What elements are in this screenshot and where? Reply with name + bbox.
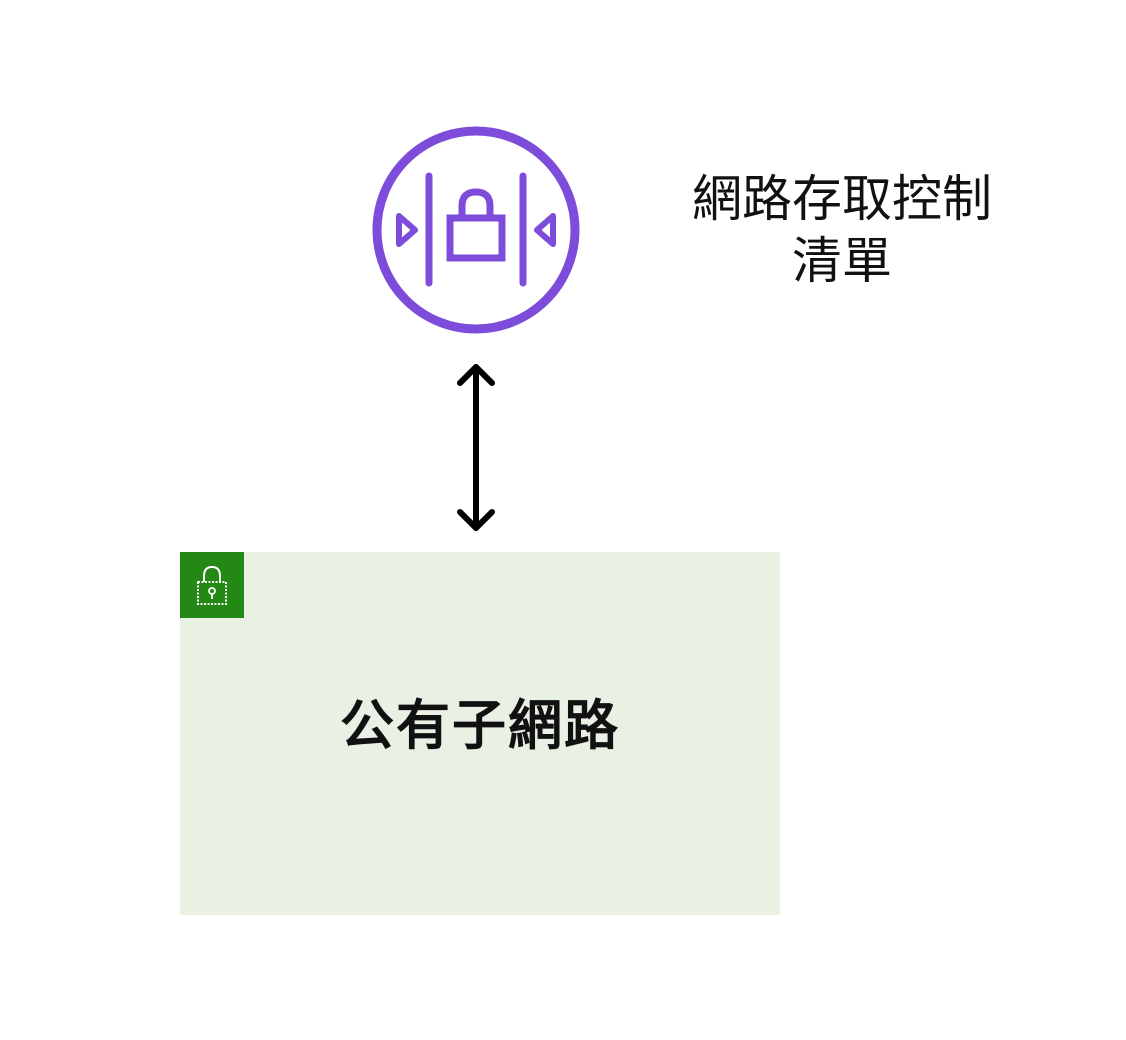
network-acl-graphic — [372, 126, 580, 334]
lock-shackle — [203, 565, 221, 582]
arrow-head-up — [457, 364, 495, 386]
network-acl-label-line2: 清單 — [792, 232, 892, 290]
acl-right-triangle — [534, 213, 556, 247]
acl-lock-body — [446, 214, 506, 262]
public-subnet-group: 公有子網路 — [180, 552, 780, 915]
arrow-head-down — [457, 509, 495, 531]
bidirectional-arrow — [446, 355, 506, 540]
arrow-graphic — [457, 364, 495, 531]
acl-lock-shackle — [458, 188, 494, 218]
lock-body — [197, 581, 227, 605]
acl-left-triangle — [396, 213, 418, 247]
subnet-title: 公有子網路 — [340, 694, 620, 757]
acl-circle — [372, 126, 580, 334]
subnet-badge — [180, 552, 244, 618]
lock-icon — [197, 565, 227, 605]
network-acl-icon — [372, 126, 580, 334]
network-acl-label: 網路存取控制 清單 — [662, 168, 1022, 292]
lock-keyhole — [208, 587, 216, 595]
network-acl-label-line1: 網路存取控制 — [692, 170, 992, 228]
